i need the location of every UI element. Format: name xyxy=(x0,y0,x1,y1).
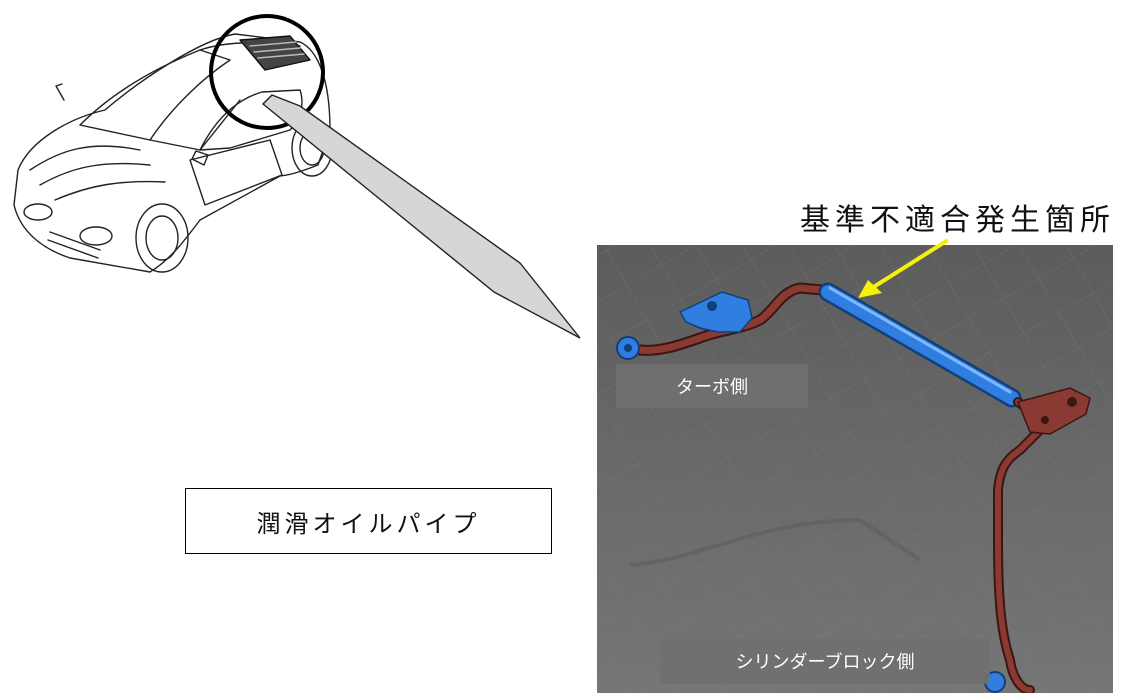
part-name-label: 潤滑オイルパイプ xyxy=(256,509,481,538)
defect-pointer-arrow xyxy=(858,238,950,298)
turbo-side-tag: ターボ側 xyxy=(616,364,808,408)
cylinder-block-side-tag: シリンダーブロック側 xyxy=(660,638,990,684)
turbo-bracket xyxy=(616,291,753,360)
defect-location-label: 基準不適合発生箇所 xyxy=(800,203,1115,238)
pipe-render-panel xyxy=(597,245,1113,693)
highlight-circle xyxy=(209,14,325,130)
cylinder-block-side-label: シリンダーブロック側 xyxy=(735,652,915,673)
part-name-box: 潤滑オイルパイプ xyxy=(185,488,552,554)
cylinder-bracket xyxy=(984,387,1091,693)
car-drawing xyxy=(13,33,333,273)
turbo-side-label: ターボ側 xyxy=(676,377,748,398)
callout-arrow xyxy=(261,94,581,339)
